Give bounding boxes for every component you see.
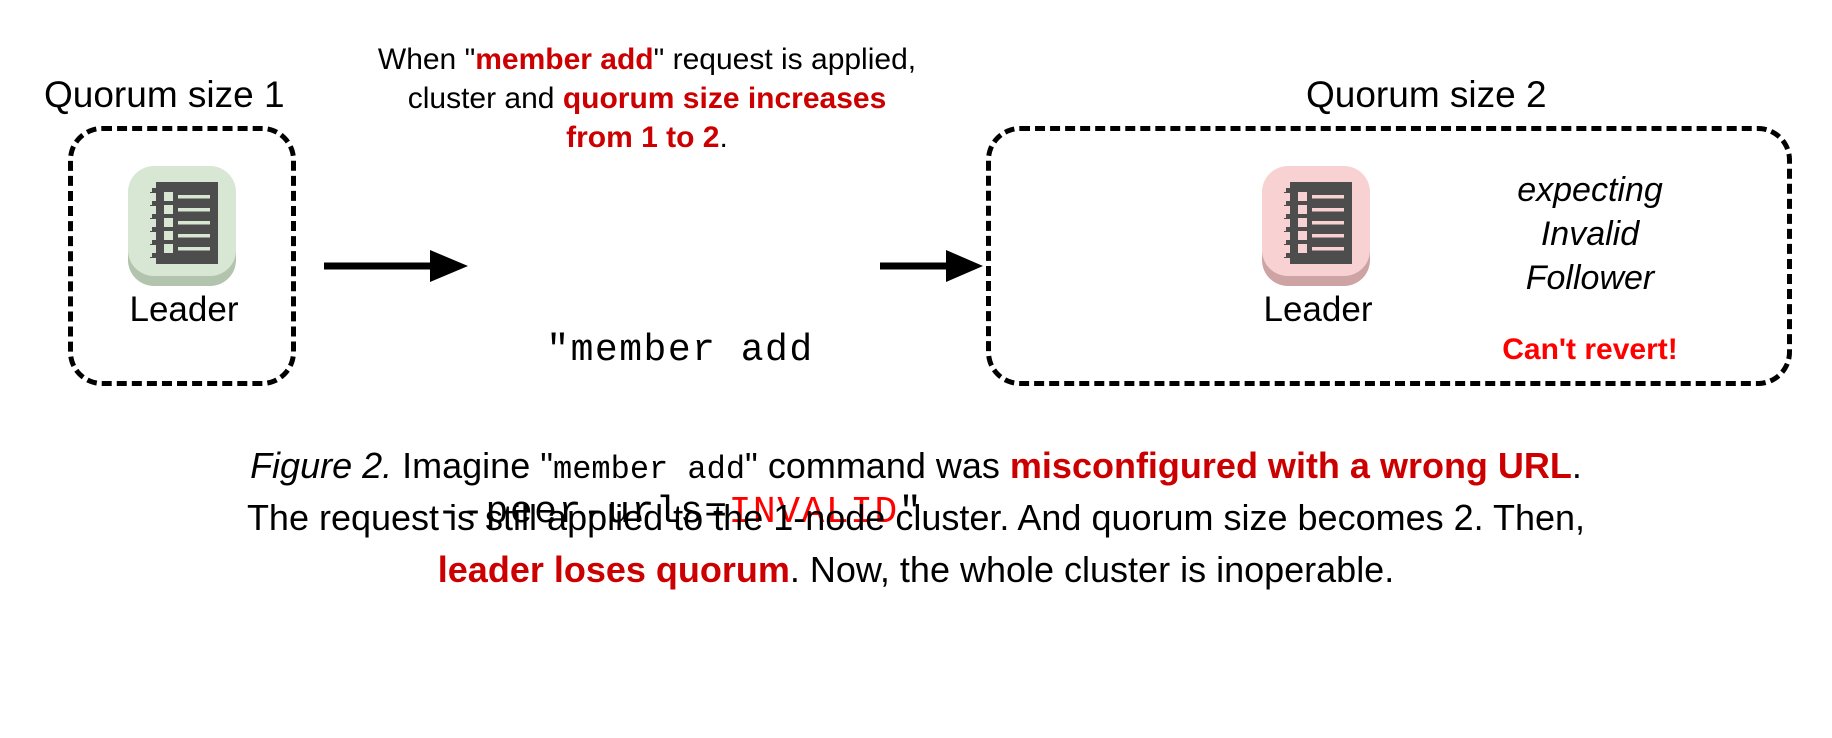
right-node-role-label: Leader [1263, 290, 1373, 329]
right-cluster-box [986, 126, 1792, 386]
note-line-3: Follower [1525, 259, 1655, 298]
ledger-glyph-icon [1276, 182, 1352, 264]
figure-caption: Figure 2. Imagine "member add" command w… [0, 440, 1832, 595]
ledger-node-icon [1258, 160, 1374, 286]
left-node-role-label: Leader [129, 290, 239, 329]
expecting-follower-note: expecting Invalid Follower [1440, 168, 1740, 301]
left-cluster-title: Quorum size 1 [44, 74, 285, 115]
annotation-text: When "member add" request is applied, cl… [352, 40, 942, 157]
caption-line-2: The request is still applied to the 1-no… [246, 497, 1586, 539]
annotation-line2: cluster and quorum size increases [407, 82, 887, 115]
caption-line-3: leader loses quorum. Now, the whole clus… [437, 548, 1395, 590]
annotation-line3: from 1 to 2. [566, 121, 728, 154]
command-line-2: --peer-urls=INVALID" [436, 490, 924, 534]
annotation-line1: When "member add" request is applied, [377, 43, 917, 76]
note-line-1: expecting [1517, 171, 1663, 209]
ledger-node-icon [124, 160, 240, 286]
note-line-2: Invalid [1540, 215, 1640, 254]
arrow-command-to-cluster-icon [880, 250, 983, 282]
ledger-glyph-icon [142, 182, 218, 264]
command-text: "member add --peer-urls=INVALID" [430, 216, 930, 594]
right-cluster-node: Leader [1258, 160, 1378, 329]
arrow-leader-to-command-icon [324, 250, 468, 282]
right-cluster-title: Quorum size 2 [1306, 74, 1547, 115]
left-cluster-node: Leader [124, 160, 244, 329]
caption-line-1: Figure 2. Imagine "member add" command w… [250, 445, 1582, 488]
command-invalid-value: INVALID [728, 490, 899, 534]
cant-revert-alert: Can't revert! [1502, 333, 1678, 366]
left-cluster-box [68, 126, 296, 386]
command-line-1: "member add [546, 328, 814, 372]
